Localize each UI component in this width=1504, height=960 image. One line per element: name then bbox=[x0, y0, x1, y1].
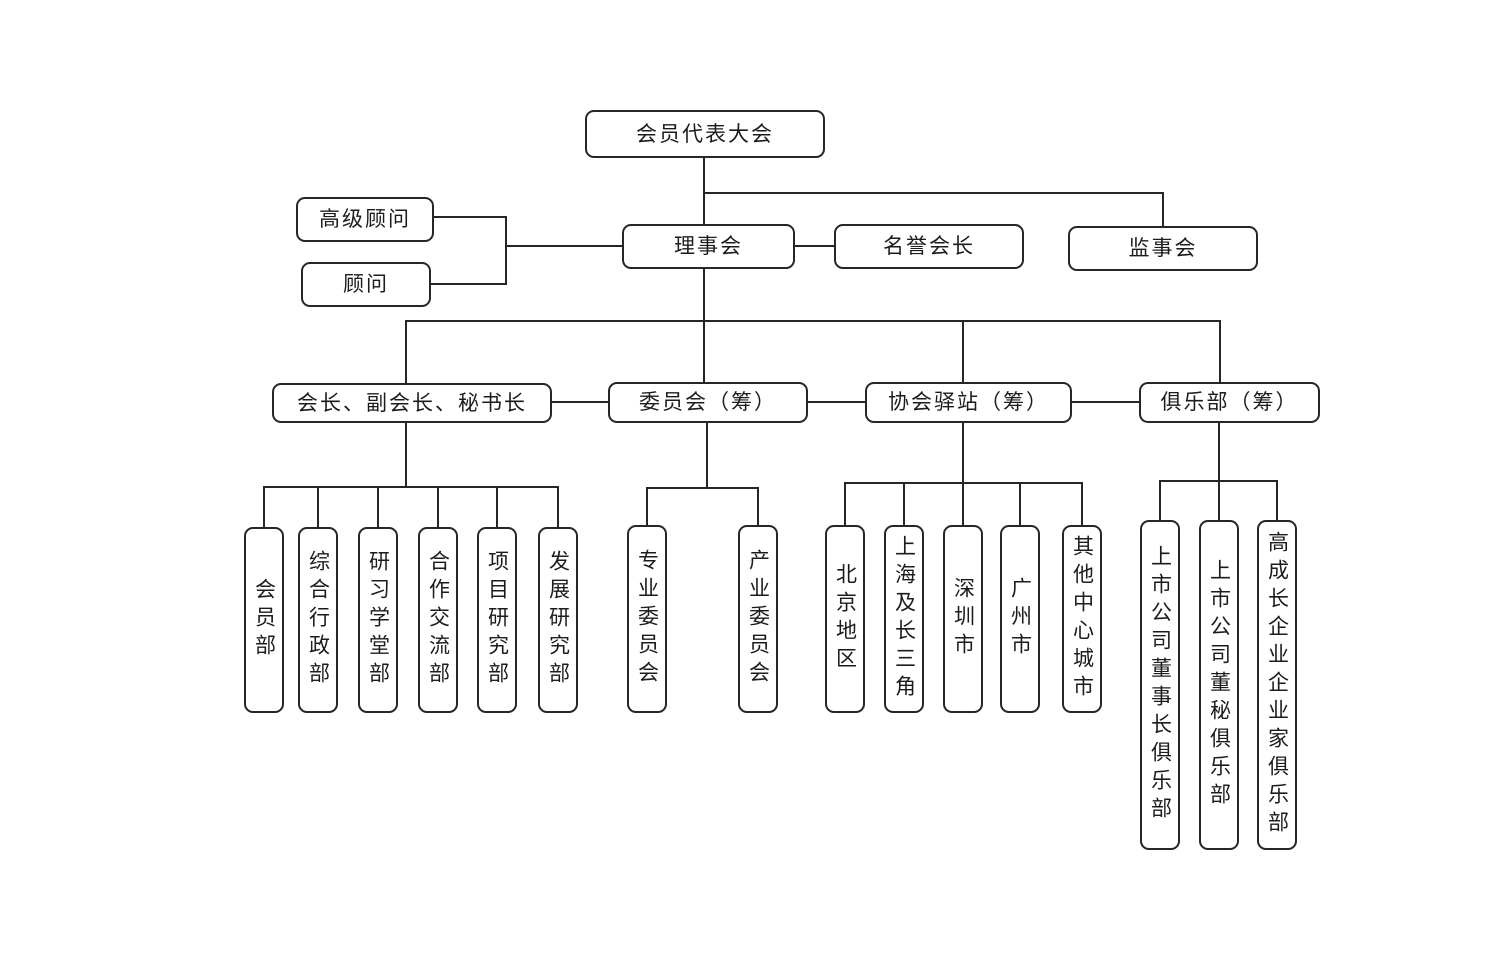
node-committee: 委员会（筹） bbox=[608, 382, 808, 423]
connector-line bbox=[317, 487, 319, 527]
node-label: 合作交流部 bbox=[426, 550, 451, 690]
connector-line bbox=[844, 483, 846, 525]
connector-line bbox=[1019, 483, 1021, 525]
node-membership-dept: 会员部 bbox=[244, 527, 284, 713]
connector-line bbox=[962, 483, 964, 525]
connector-line bbox=[903, 483, 905, 525]
node-label: 理事会 bbox=[674, 234, 743, 258]
node-label: 研习学堂部 bbox=[366, 550, 391, 690]
node-industry-committee: 产业委员会 bbox=[738, 525, 778, 713]
node-other-cities-region: 其他中心城市 bbox=[1062, 525, 1102, 713]
connector-line bbox=[434, 216, 507, 218]
node-label: 高级顾问 bbox=[319, 207, 411, 231]
connector-line bbox=[646, 488, 648, 525]
connector-line bbox=[1072, 401, 1139, 403]
node-label: 会员部 bbox=[252, 578, 277, 662]
node-label: 其他中心城市 bbox=[1070, 535, 1095, 703]
node-study-academy-dept: 研习学堂部 bbox=[358, 527, 398, 713]
node-advisor: 顾问 bbox=[301, 262, 431, 307]
connector-line bbox=[431, 283, 507, 285]
connector-line bbox=[496, 487, 498, 527]
connector-line bbox=[703, 192, 1164, 194]
node-cooperation-exchange-dept: 合作交流部 bbox=[418, 527, 458, 713]
node-label: 上市公司董事长俱乐部 bbox=[1148, 545, 1173, 825]
node-label: 专业委员会 bbox=[635, 549, 660, 689]
node-entrepreneur-club: 高成长企业企业家俱乐部 bbox=[1257, 520, 1297, 850]
node-label: 北京地区 bbox=[833, 563, 858, 675]
connector-line bbox=[405, 423, 407, 487]
node-council: 理事会 bbox=[622, 224, 795, 269]
node-supervisory-board: 监事会 bbox=[1068, 226, 1258, 271]
connector-line bbox=[1219, 320, 1221, 382]
node-label: 会长、副会长、秘书长 bbox=[297, 390, 527, 415]
connector-line bbox=[263, 487, 265, 527]
node-label: 深圳市 bbox=[951, 577, 976, 661]
node-honorary-president: 名誉会长 bbox=[834, 224, 1024, 269]
connector-line bbox=[263, 486, 559, 488]
node-label: 广州市 bbox=[1008, 577, 1033, 661]
connector-line bbox=[1276, 481, 1278, 520]
connector-line bbox=[808, 401, 865, 403]
node-member-assembly: 会员代表大会 bbox=[585, 110, 825, 158]
node-label: 产业委员会 bbox=[746, 549, 771, 689]
connector-line bbox=[962, 423, 964, 483]
connector-line bbox=[505, 245, 622, 247]
node-guangzhou-region: 广州市 bbox=[1000, 525, 1040, 713]
node-label: 顾问 bbox=[343, 272, 389, 296]
connector-line bbox=[1081, 483, 1083, 525]
node-label: 协会驿站（筹） bbox=[888, 390, 1049, 414]
connector-line bbox=[703, 269, 705, 383]
node-label: 上市公司董秘俱乐部 bbox=[1207, 559, 1232, 811]
node-board-secretary-club: 上市公司董秘俱乐部 bbox=[1199, 520, 1239, 850]
node-shanghai-yangtze-region: 上海及长三角 bbox=[884, 525, 924, 713]
connector-line bbox=[1159, 481, 1161, 520]
connector-line bbox=[1218, 423, 1220, 481]
node-beijing-region: 北京地区 bbox=[825, 525, 865, 713]
node-label: 上海及长三角 bbox=[892, 535, 917, 703]
node-admin-dept: 综合行政部 bbox=[298, 527, 338, 713]
node-association-station: 协会驿站（筹） bbox=[865, 382, 1072, 423]
connector-line bbox=[646, 487, 759, 489]
node-club: 俱乐部（筹） bbox=[1139, 382, 1320, 423]
node-senior-advisor: 高级顾问 bbox=[296, 197, 434, 242]
connector-line bbox=[505, 216, 507, 285]
connector-line bbox=[557, 487, 559, 527]
node-label: 监事会 bbox=[1128, 236, 1198, 260]
node-label: 综合行政部 bbox=[306, 550, 331, 690]
node-label: 名誉会长 bbox=[883, 234, 975, 258]
connector-line bbox=[795, 245, 834, 247]
connector-line bbox=[757, 488, 759, 525]
connector-line bbox=[437, 487, 439, 527]
connector-line bbox=[962, 320, 964, 382]
node-label: 发展研究部 bbox=[546, 550, 571, 690]
node-shenzhen-region: 深圳市 bbox=[943, 525, 983, 713]
node-project-research-dept: 项目研究部 bbox=[477, 527, 517, 713]
connector-line bbox=[405, 320, 407, 383]
connector-line bbox=[377, 487, 379, 527]
connector-line bbox=[703, 158, 705, 224]
connector-line bbox=[405, 320, 1221, 322]
node-label: 俱乐部（筹） bbox=[1160, 390, 1299, 414]
node-label: 项目研究部 bbox=[485, 550, 510, 690]
connector-line bbox=[1218, 481, 1220, 520]
node-president-group: 会长、副会长、秘书长 bbox=[272, 383, 552, 423]
node-label: 高成长企业企业家俱乐部 bbox=[1265, 531, 1290, 839]
node-chairman-club: 上市公司董事长俱乐部 bbox=[1140, 520, 1180, 850]
node-label: 委员会（筹） bbox=[639, 390, 777, 414]
connector-line bbox=[706, 423, 708, 488]
connector-line bbox=[552, 401, 608, 403]
node-label: 会员代表大会 bbox=[636, 121, 774, 146]
node-professional-committee: 专业委员会 bbox=[627, 525, 667, 713]
connector-line bbox=[1162, 192, 1164, 226]
node-development-research-dept: 发展研究部 bbox=[538, 527, 578, 713]
